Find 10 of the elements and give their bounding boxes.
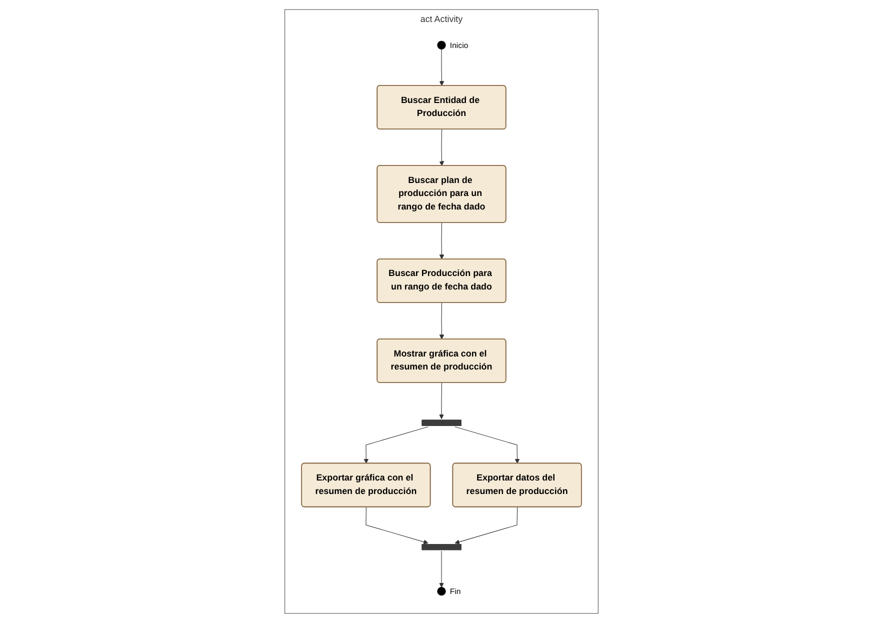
arrow [366,506,428,544]
arrow [439,48,444,86]
arrow [454,506,518,544]
arrow [439,222,444,260]
arrow [439,302,444,340]
arrow [364,426,428,464]
arrow [439,550,444,588]
arrow [439,382,444,420]
arrow [454,426,520,464]
arrow [439,129,444,166]
